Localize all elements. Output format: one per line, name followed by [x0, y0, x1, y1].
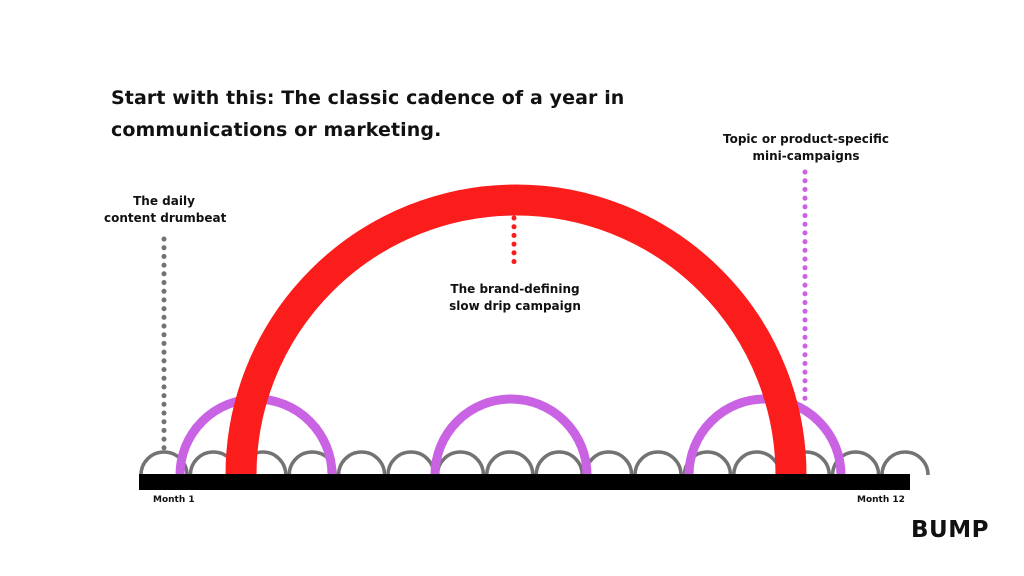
topic-label-line-2: mini-campaigns: [752, 149, 860, 163]
daily-drumbeat-label: The daily content drumbeat: [104, 193, 227, 227]
mini-campaigns-label: Topic or product-specific mini-campaigns: [706, 131, 906, 165]
daily-label-line-1: The daily: [133, 194, 195, 208]
mini-campaign-arc-2: [430, 394, 592, 476]
daily-arc: [880, 450, 930, 476]
page-title: Start with this: The classic cadence of …: [111, 87, 625, 141]
daily-arc: [435, 450, 486, 476]
brand-label-line-2: slow drip campaign: [449, 299, 581, 313]
daily-arc: [336, 450, 387, 476]
timeline-baseline: [139, 474, 910, 490]
mini-campaign-arc-3: [684, 394, 846, 476]
daily-arc: [534, 450, 584, 476]
daily-arc: [732, 450, 782, 476]
brand-label-line-1: The brand-defining: [450, 282, 580, 296]
brand-campaign-arc: [225, 184, 807, 476]
timeline-start-label: Month 1: [153, 495, 195, 505]
daily-arc: [485, 450, 535, 476]
bump-logo: BUMP: [911, 517, 989, 543]
timeline-end-label: Month 12: [857, 495, 905, 505]
mini-campaign-arcs: [175, 394, 846, 476]
daily-label-line-2: content drumbeat: [104, 211, 227, 225]
daily-drumbeat-arcs: [139, 450, 930, 476]
brand-campaign-label: The brand-defining slow drip campaign: [435, 281, 595, 315]
daily-arc: [583, 450, 634, 476]
daily-arc: [633, 450, 683, 476]
daily-arc: [830, 450, 881, 476]
topic-label-line-1: Topic or product-specific: [723, 132, 889, 146]
daily-arc: [386, 450, 436, 476]
